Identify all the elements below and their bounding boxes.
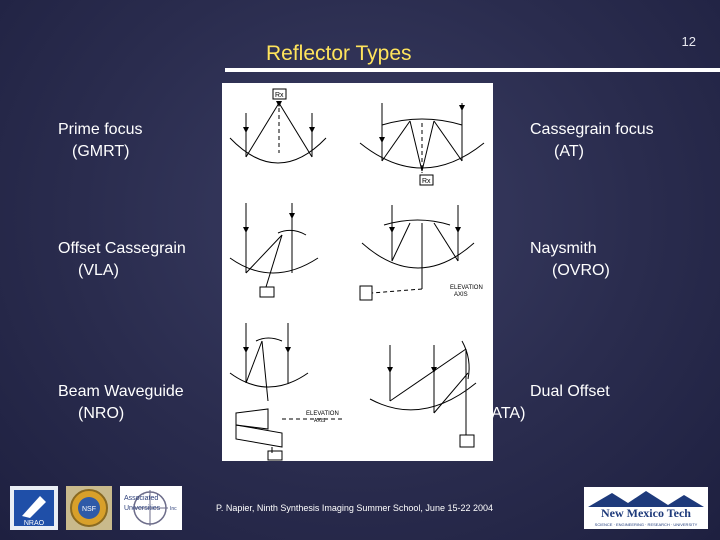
label-dual-offset: Dual Offset bbox=[530, 381, 610, 403]
dual-arrow-left bbox=[387, 367, 393, 373]
nsf-globe-icon bbox=[78, 497, 100, 519]
cassegrain-reflect-left bbox=[381, 120, 411, 162]
cassegrain-drawing bbox=[359, 103, 485, 186]
footer-credit: P. Napier, Ninth Synthesis Imaging Summe… bbox=[216, 503, 493, 513]
naysmith-arrow-right bbox=[455, 227, 461, 233]
offset-cassegrain-drawing bbox=[229, 203, 319, 298]
prime-reflect-right bbox=[278, 102, 313, 158]
nsf-logo-text: NSF bbox=[82, 506, 96, 513]
naysmith-arrow-left bbox=[389, 227, 395, 233]
reflector-diagram: Rx Rx ELEVATION AXIS ELEVATION AXIS bbox=[222, 83, 493, 461]
label-cassegrain-focus: Cassegrain focus (AT) bbox=[530, 119, 654, 163]
dual-offset-drawing bbox=[369, 340, 477, 448]
naysmith-elevation-axis bbox=[371, 288, 423, 294]
nmt-mountains-icon bbox=[588, 491, 704, 507]
naysmith-dish bbox=[361, 242, 475, 269]
prime-rx-label: Rx bbox=[275, 92, 284, 99]
dual-reflect-right bbox=[433, 372, 469, 414]
bwg-arrow-right bbox=[285, 347, 291, 353]
label-cassegrain-focus-name: Cassegrain focus bbox=[530, 121, 654, 138]
label-prime-focus-name: Prime focus bbox=[58, 121, 143, 138]
cassegrain-focus-left bbox=[409, 120, 423, 172]
cassegrain-arrow-left bbox=[379, 137, 385, 143]
naysmith-subreflector bbox=[383, 219, 451, 226]
naysmith-elevation-label: ELEVATION bbox=[450, 285, 483, 291]
dual-main-dish bbox=[369, 382, 477, 411]
bwg-waveguide-lower bbox=[235, 424, 283, 448]
beam-waveguide-drawing bbox=[229, 323, 342, 461]
dual-reflect-left bbox=[389, 348, 467, 402]
nmt-logo: New Mexico Tech SCIENCE · ENGINEERING · … bbox=[584, 487, 708, 529]
label-offset-cassegrain-example: (VLA) bbox=[78, 262, 119, 279]
reflector-diagram-svg: Rx Rx ELEVATION AXIS ELEVATION AXIS bbox=[229, 88, 485, 461]
title-rule bbox=[225, 68, 720, 72]
offset-reflect-left bbox=[245, 234, 283, 274]
bwg-elevation-label: ELEVATION bbox=[306, 411, 339, 417]
dual-subreflector bbox=[461, 340, 470, 380]
bwg-subreflector bbox=[255, 337, 283, 342]
cassegrain-reflect-right bbox=[433, 120, 463, 162]
cassegrain-rx-label: Rx bbox=[422, 178, 431, 185]
offset-arrow-left bbox=[243, 227, 249, 233]
slide-number: 12 bbox=[681, 34, 696, 49]
nsf-logo: NSF bbox=[66, 486, 112, 530]
naysmith-reflect-right bbox=[433, 222, 459, 262]
bwg-dish bbox=[229, 372, 309, 388]
nrao-dish-icon bbox=[22, 496, 46, 518]
bwg-down-beam bbox=[261, 340, 269, 402]
label-prime-focus: Prime focus (GMRT) bbox=[58, 119, 142, 163]
prime-arrow bbox=[276, 101, 282, 107]
prime-reflect-left bbox=[245, 102, 280, 158]
label-offset-cassegrain: Offset Cassegrain (VLA) bbox=[58, 238, 186, 282]
offset-arrow-right bbox=[289, 213, 295, 219]
bwg-waveguide-upper bbox=[235, 408, 269, 430]
bwg-arrow-left bbox=[243, 347, 249, 353]
offset-dish bbox=[229, 257, 319, 274]
cassegrain-arrow-right bbox=[459, 105, 465, 111]
dual-arrow-right bbox=[431, 367, 437, 373]
nrao-logo: NRAO bbox=[10, 486, 58, 530]
prime-arrow-right bbox=[309, 127, 315, 133]
label-offset-cassegrain-name: Offset Cassegrain bbox=[58, 240, 186, 257]
label-naysmith-name: Naysmith bbox=[530, 240, 597, 257]
bwg-axis-label: AXIS bbox=[314, 418, 326, 424]
prime-arrow-left bbox=[243, 127, 249, 133]
naysmith-reflect-left bbox=[391, 222, 411, 262]
label-beam-waveguide-example: (NRO) bbox=[78, 405, 125, 422]
prime-focus-drawing bbox=[229, 88, 327, 164]
offset-to-feed bbox=[265, 234, 283, 288]
naysmith-receiver-box bbox=[359, 285, 373, 301]
prime-receiver-box bbox=[272, 88, 287, 100]
label-dual-offset-example: (ATA) bbox=[486, 405, 526, 422]
naysmith-axis-label: AXIS bbox=[454, 292, 468, 298]
label-naysmith-example: (OVRO) bbox=[552, 262, 610, 279]
nmt-logo-svg: New Mexico Tech SCIENCE · ENGINEERING · … bbox=[588, 491, 704, 527]
nsf-logo-svg: NSF bbox=[70, 489, 108, 527]
cassegrain-subreflector bbox=[381, 118, 463, 126]
nrao-logo-text: NRAO bbox=[24, 520, 45, 527]
aui-logo-text-2: Universities bbox=[124, 505, 161, 512]
label-beam-waveguide-name: Beam Waveguide bbox=[58, 383, 184, 400]
dual-receiver-box bbox=[459, 434, 475, 448]
label-prime-focus-example: (GMRT) bbox=[72, 143, 130, 160]
label-beam-waveguide: Beam Waveguide (NRO) bbox=[58, 381, 184, 425]
nmt-logo-text: New Mexico Tech bbox=[601, 506, 691, 520]
bwg-reflect-left bbox=[245, 340, 263, 384]
offset-receiver-box bbox=[259, 286, 275, 298]
prime-dish bbox=[229, 137, 327, 164]
label-dual-offset-name: Dual Offset bbox=[530, 383, 610, 400]
slide-title: Reflector Types bbox=[266, 42, 412, 65]
cassegrain-focus-right bbox=[421, 120, 435, 172]
aui-logo-text-1: Associated bbox=[124, 495, 158, 502]
label-naysmith: Naysmith (OVRO) bbox=[530, 238, 610, 282]
bwg-receiver-box bbox=[267, 450, 283, 461]
aui-logo-svg: Associated Universities Inc bbox=[124, 490, 177, 526]
label-cassegrain-focus-example: (AT) bbox=[554, 143, 584, 160]
aui-logo-text-3: Inc bbox=[170, 506, 177, 512]
cassegrain-receiver-box bbox=[419, 174, 434, 186]
naysmith-drawing bbox=[359, 205, 475, 301]
nrao-logo-svg: NRAO bbox=[14, 490, 54, 527]
aui-logo: Associated Universities Inc bbox=[120, 486, 182, 530]
nmt-tagline: SCIENCE · ENGINEERING · RESEARCH · UNIVE… bbox=[595, 522, 698, 527]
